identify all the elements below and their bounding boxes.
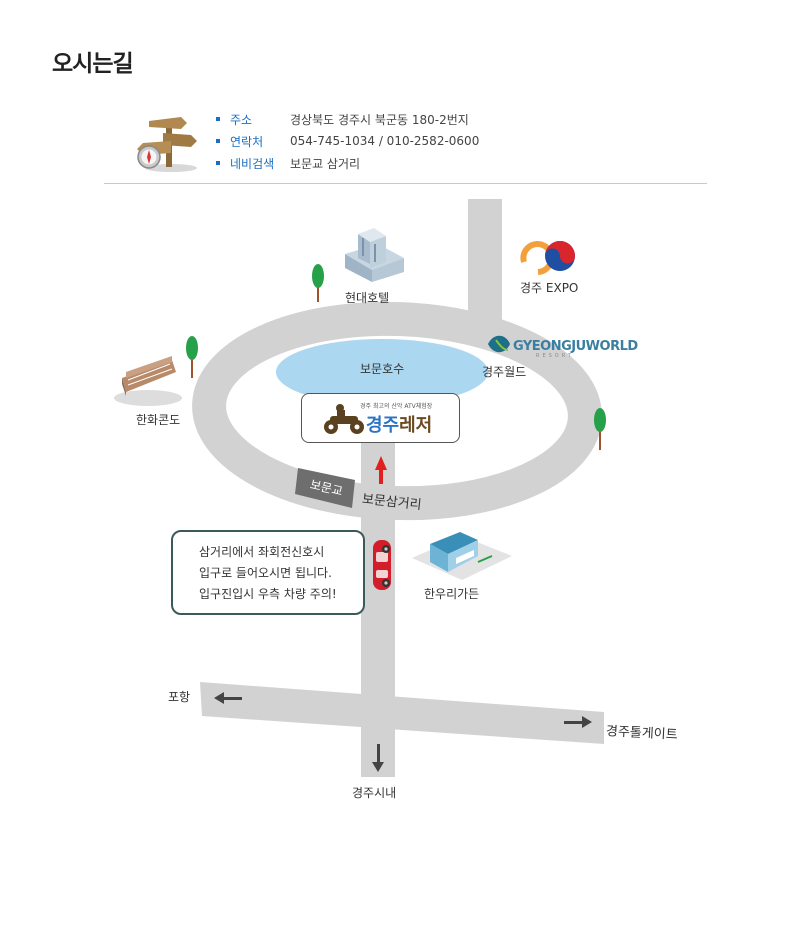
arrow-up-icon [375,456,387,470]
contact-label: 연락처 [230,134,264,149]
pohang-label: 포항 [168,690,191,704]
hanwha-condo-label: 한화콘도 [136,413,181,427]
brand-name-part-2: 레저 [399,415,433,436]
gyeongju-world-emblem-icon [488,335,510,353]
contact-row: 연락처 054-745-1034 / 010-2582-0600 [216,131,479,151]
tree-icon [186,336,198,378]
navi-row: 네비검색 보문교 삼거리 [216,153,360,173]
lake [276,339,488,405]
signpost-compass-icon [137,117,197,172]
address-value: 경상북도 경주시 북군동 180-2번지 [290,112,469,127]
city-label: 경주시내 [352,786,397,800]
arrow-left-icon [214,692,242,704]
brand-tagline: 경주 최고의 산악 ATV체험장 [360,403,433,410]
expo-label: 경주 EXPO [520,281,579,295]
gyeongju-world-logo: GYEONGJUWORLD [513,339,638,354]
callout-line: 입구로 들어오시면 됩니다. [199,566,332,580]
navi-label: 네비검색 [230,156,275,171]
bridge-tag [295,468,355,508]
tree-icon [312,264,324,302]
hyundai-hotel-label: 현대호텔 [345,291,390,305]
bullet-icon [216,139,220,143]
expo-logo-icon [520,241,575,275]
callout-line: 입구진입시 우측 차량 주의! [199,587,337,601]
condo-building-icon [114,356,182,406]
car-icon [373,540,391,590]
page-title: 오시는길 [52,51,134,77]
address-row: 주소 경상북도 경주시 북군동 180-2번지 [216,109,469,129]
bullet-icon [216,161,220,165]
brand-logo-box: 경주 최고의 산악 ATV체험장 경주레저 [301,393,460,443]
brand-name-part-1: 경주 [366,415,400,436]
callout-line: 삼거리에서 좌회전신호시 [199,545,325,559]
restaurant-building-icon [412,532,512,580]
tree-icon [594,408,606,450]
directions-callout: 삼거리에서 좌회전신호시 입구로 들어오시면 됩니다. 입구진입시 우측 차량 … [171,530,365,615]
lake-label: 보문호수 [360,362,405,376]
restaurant-label: 한우리가든 [424,587,480,601]
horizontal-road [200,682,604,744]
gyeongju-world-resort-text: RESORT [536,353,574,359]
arrow-down-icon [372,744,384,772]
bullet-icon [216,117,220,121]
north-road [468,199,502,329]
address-label: 주소 [230,112,253,127]
hotel-building-icon [345,228,404,282]
tollgate-label: 경주톨게이트 [605,724,679,743]
navi-value: 보문교 삼거리 [290,156,361,171]
arrow-right-icon [564,716,592,728]
divider [104,183,707,184]
gyeongju-world-label: 경주월드 [482,365,527,379]
info-section: 주소 경상북도 경주시 북군동 180-2번지 연락처 054-745-1034… [130,105,710,175]
brand-name: 경주레저 [366,411,432,437]
atv-icon [324,404,364,434]
contact-value: 054-745-1034 / 010-2582-0600 [290,134,480,148]
